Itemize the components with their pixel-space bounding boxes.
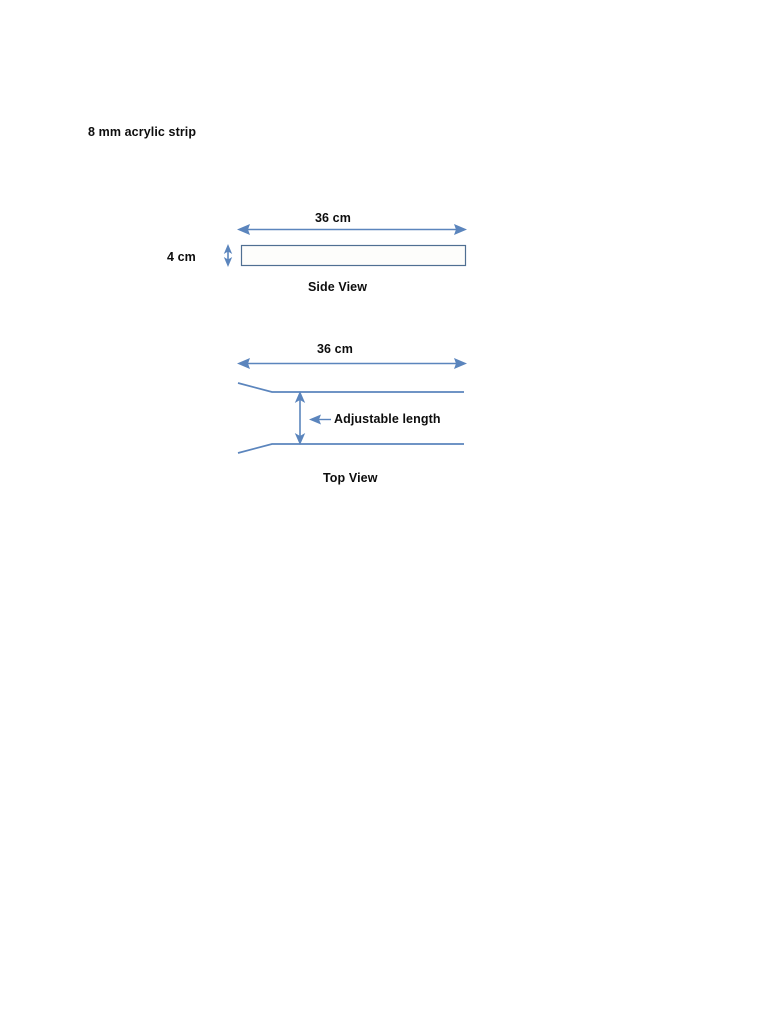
side-view-height-label: 4 cm bbox=[167, 250, 196, 264]
side-view-length-label: 36 cm bbox=[315, 211, 351, 225]
adjustable-length-label: Adjustable length bbox=[334, 412, 441, 426]
top-view-upper-edge bbox=[237, 382, 464, 393]
side-view-length-dimension-arrow bbox=[237, 224, 467, 235]
side-view-caption: Side View bbox=[308, 280, 368, 294]
diagram-title: 8 mm acrylic strip bbox=[88, 125, 197, 139]
top-view-length-label: 36 cm bbox=[317, 342, 353, 356]
top-view-lower-edge bbox=[237, 443, 464, 454]
top-view-caption: Top View bbox=[323, 471, 378, 485]
top-view-length-dimension-arrow bbox=[237, 358, 467, 369]
adjustable-length-leader-arrow bbox=[309, 414, 331, 425]
adjustable-length-dimension-arrow bbox=[294, 391, 306, 445]
acrylic-strip-rectangle bbox=[240, 244, 467, 267]
side-view-height-dimension-arrow bbox=[223, 244, 233, 267]
